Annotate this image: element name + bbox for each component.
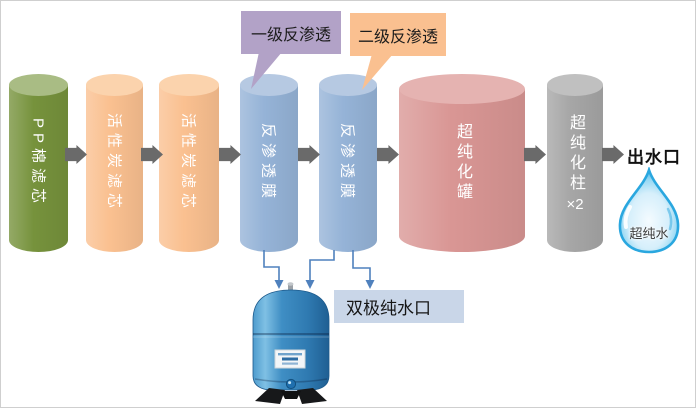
flow-arrow-icon [602, 145, 624, 164]
stage-label: PP棉滤芯 [29, 117, 46, 209]
flow-line-ro2-to-outlet-label [352, 250, 371, 282]
cylinder-body [9, 85, 68, 252]
cylinder-body [319, 85, 377, 252]
callout-first-stage-ro: 一级反渗透 [241, 11, 341, 54]
cylinder-top [9, 74, 68, 96]
stage-activated-carbon-filter-1: 活性炭滤芯 [86, 74, 143, 252]
flow-line-ro2-to-tank [309, 250, 335, 282]
stage-pp-cotton-filter: PP棉滤芯 [9, 74, 68, 252]
cylinder-top [399, 74, 525, 104]
stage-label: 活性炭滤芯 [179, 112, 197, 214]
cylinder-top [159, 74, 219, 96]
cylinder-body [159, 85, 219, 252]
flow-arrow-icon [141, 145, 163, 164]
cylinder-body [547, 85, 603, 252]
cylinder-top [319, 74, 377, 96]
flow-line-ro1-to-tank [263, 250, 280, 282]
flow-arrow-icon [377, 145, 399, 164]
cylinder-top [240, 74, 298, 96]
stage-ultrapure-column: 超纯化柱 ×2 [547, 74, 603, 252]
pressure-tank-image [252, 282, 330, 404]
stage-label-text: 超纯化柱 [567, 113, 584, 194]
stage-activated-carbon-filter-2: 活性炭滤芯 [159, 74, 219, 252]
stage-ro-membrane-1: 反渗透膜 [240, 74, 298, 252]
bipolar-pure-water-outlet-label: 双极纯水口 [334, 290, 464, 323]
water-drop-icon [618, 167, 680, 254]
cylinder-body [240, 85, 298, 252]
tank-nipple [288, 283, 293, 292]
cylinder-top [547, 74, 603, 96]
tank-label-text: 双极纯水口 [346, 299, 431, 318]
ultrapure-water-label: 超纯水 [629, 226, 669, 241]
stage-label: 活性炭滤芯 [105, 112, 122, 214]
stage-label: 反渗透膜 [338, 122, 356, 204]
flow-arrow-icon [219, 145, 241, 164]
tank-body [252, 289, 330, 391]
stage-ro-membrane-2: 反渗透膜 [319, 74, 377, 252]
stage-label-suffix: ×2 [566, 195, 584, 213]
tank-feet [255, 388, 285, 404]
stage-label: 反渗透膜 [259, 122, 277, 204]
callout-second-stage-ro: 二级反渗透 [350, 13, 446, 56]
flow-arrow-icon [524, 145, 546, 164]
tank-valve [285, 378, 297, 390]
cylinder-body [86, 85, 143, 252]
cylinder-body [399, 89, 525, 252]
stage-ultrapure-tank: 超纯化罐 [399, 74, 525, 252]
water-outlet-label: 出水口 [627, 148, 681, 167]
callout-label: 一级反渗透 [250, 26, 331, 44]
stage-label: 超纯化罐 [454, 123, 471, 203]
stage-label: 超纯化柱 ×2 [547, 74, 603, 252]
flow-arrow-icon [298, 145, 320, 164]
flow-arrow-icon [65, 145, 87, 164]
cylinder-top [86, 74, 143, 96]
callout-label: 二级反渗透 [357, 28, 438, 46]
